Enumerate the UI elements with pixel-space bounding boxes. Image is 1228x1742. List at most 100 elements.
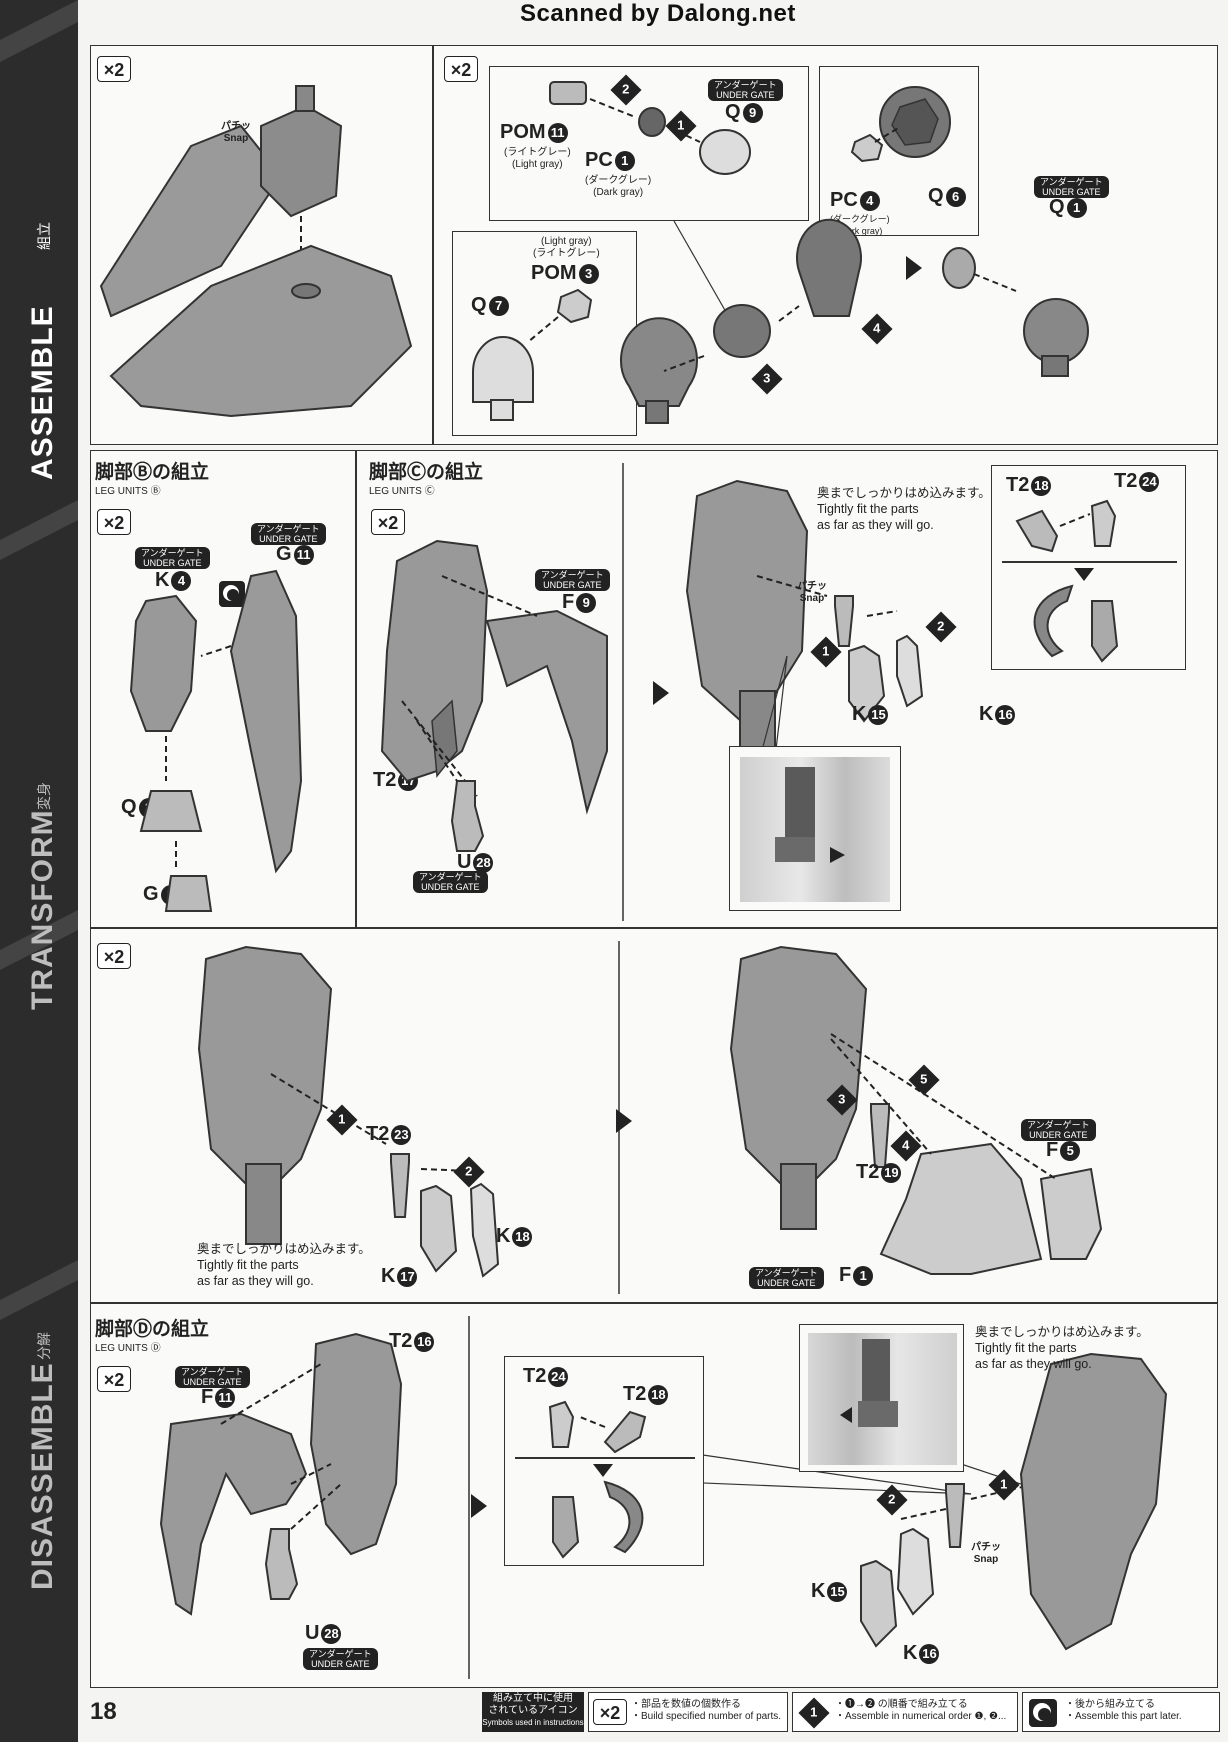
- leg-c-drawing: [380, 463, 924, 921]
- sidebar-assemble-sub: 組立: [36, 222, 52, 250]
- row3-drawing: [197, 941, 1103, 1294]
- sidebar-assemble[interactable]: ASSEMBLE: [26, 305, 59, 480]
- legend-order: 1 ・❶→❷ の順番で組み立てる・Assemble in numerical o…: [792, 1692, 1018, 1732]
- sidebar-stripes: [0, 0, 78, 1320]
- leg-d-drawing: [159, 1316, 1168, 1679]
- x2-badge: ×2: [97, 56, 131, 82]
- sidebar-transform[interactable]: TRANSFORM: [26, 809, 59, 1010]
- inset1-drawing: [549, 81, 752, 175]
- inset-photo-closeup-d: [799, 1324, 964, 1472]
- x2-badge: ×2: [371, 509, 405, 535]
- assemble-later-icon: [1029, 1699, 1057, 1727]
- step-icon: 1: [798, 1697, 830, 1729]
- sidebar: ASSEMBLE 組立 TRANSFORM 変身 DISASSEMBLE 分解: [0, 0, 78, 1742]
- sidebar-transform-sub: 変身: [36, 782, 52, 810]
- x2-badge: ×2: [97, 509, 131, 535]
- photo-closeup-parts: [775, 767, 845, 863]
- pc4-color: (ダークグレー)(Dark gray): [830, 214, 890, 236]
- leg-b-subtitle: LEG UNITS Ⓑ: [95, 486, 161, 497]
- pom11-color: (ライトグレー)(Light gray): [504, 147, 571, 170]
- inset-divider: [1002, 561, 1177, 563]
- x2-badge: ×2: [97, 1366, 131, 1392]
- main-shoulder-drawing: [620, 218, 1090, 424]
- legend-order-text: ・❶→❷ の順番で組み立てる・Assemble in numerical ord…: [835, 1699, 1007, 1722]
- sidebar-disassemble-sub: 分解: [36, 1332, 52, 1360]
- legend-x2: ×2 ・部品を数値の個数作る・Build specified number of…: [588, 1692, 788, 1732]
- inset2-drawing: [850, 86, 951, 163]
- leg-c-subtitle: LEG UNITS Ⓒ: [369, 486, 435, 497]
- inset-divider: [515, 1457, 695, 1459]
- leg-c-title: 脚部Ⓒの組立: [369, 462, 484, 483]
- leg-b-drawing: [129, 569, 303, 912]
- legend-later-text: ・後から組み立てる・Assemble this part later.: [1065, 1699, 1182, 1722]
- legend-later: ・後から組み立てる・Assemble this part later.: [1022, 1692, 1220, 1732]
- leg-d-subtitle: LEG UNITS Ⓓ: [95, 1343, 161, 1354]
- legend-x2-text: ・部品を数値の個数作る・Build specified number of pa…: [631, 1699, 782, 1722]
- inset-t2-d-drawing: [548, 1400, 647, 1559]
- page-number: 18: [90, 1698, 117, 1725]
- assemble-later-icon: [219, 581, 245, 607]
- x2-badge: ×2: [97, 943, 131, 969]
- leg-b-title: 脚部Ⓑの組立: [95, 462, 210, 483]
- pom3-color: (Light gray)(ライトグレー): [533, 236, 600, 259]
- sidebar-disassemble[interactable]: DISASSEMBLE: [26, 1362, 59, 1590]
- pc1-color: (ダークグレー)(Dark gray): [585, 175, 652, 198]
- shoulder-assembly-drawing: [99, 85, 413, 418]
